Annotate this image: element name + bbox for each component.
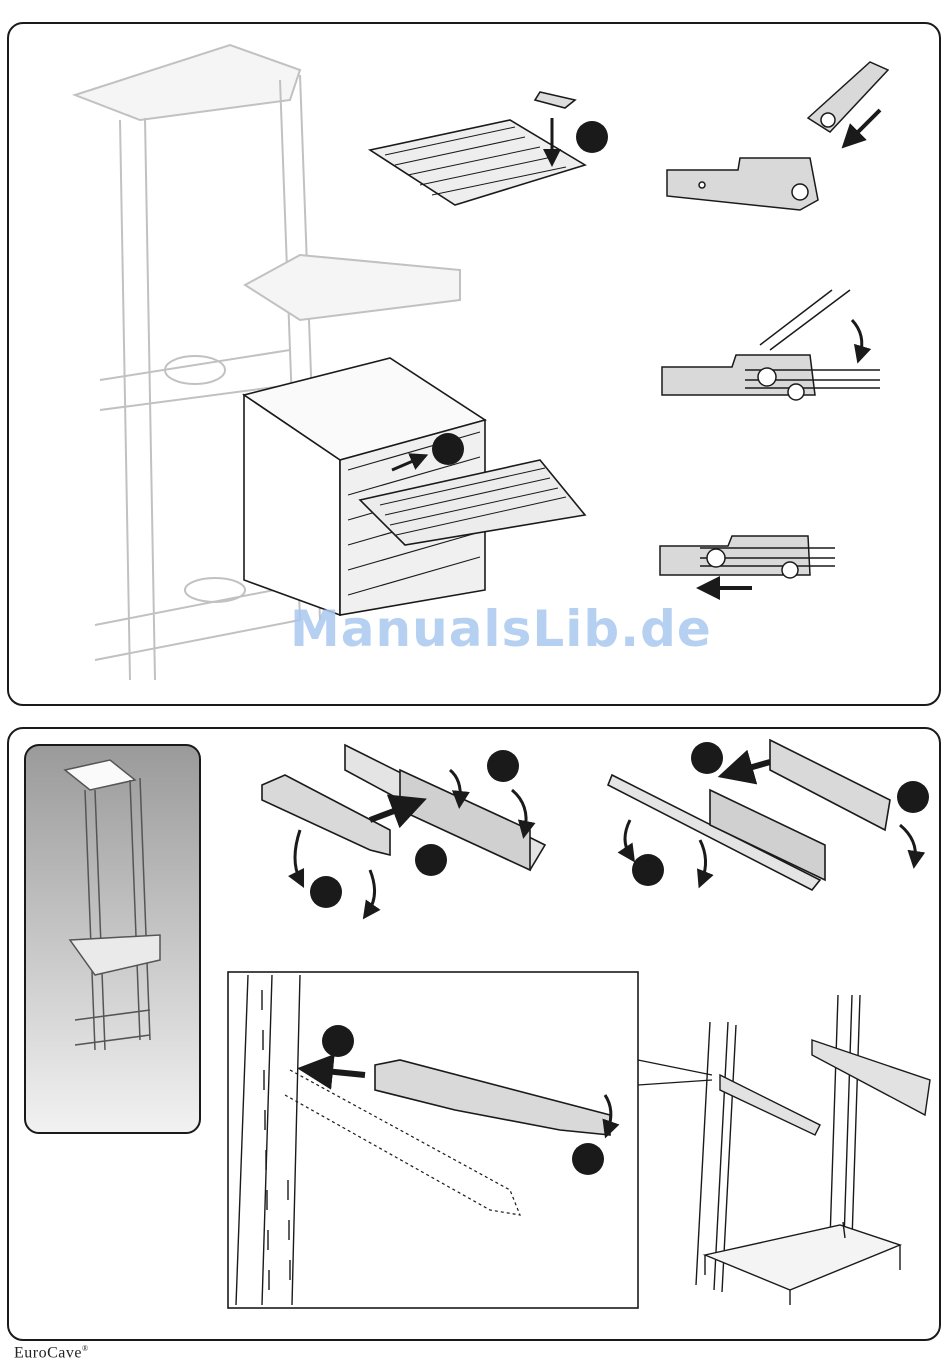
step-marker: [897, 781, 929, 813]
watermark: ManualsLib.de: [290, 600, 712, 658]
bottle-shelf-illustration: [370, 92, 585, 205]
upright-fixing-detail: [228, 972, 638, 1308]
detail-callout-lines: [638, 1060, 712, 1085]
step-marker: [572, 1143, 604, 1175]
wine-cabinet-illustration: [244, 358, 585, 615]
logo-mark: ®: [82, 1344, 89, 1353]
step-marker: [632, 854, 664, 886]
tower-overview-thumbnail: [25, 745, 200, 1133]
slide-rail-step-2: [662, 290, 880, 400]
step-marker: [322, 1025, 354, 1057]
logo-text: EuroCave: [14, 1344, 82, 1361]
tower-rails-installed: [696, 995, 930, 1305]
step-marker: [432, 433, 464, 465]
slide-rail-step-3: [660, 536, 835, 588]
step-marker: [487, 750, 519, 782]
step-marker: [576, 121, 608, 153]
step-marker: [691, 742, 723, 774]
slide-rail-step-1: [667, 62, 888, 210]
step-marker: [310, 876, 342, 908]
step-marker: [415, 844, 447, 876]
eurocave-logo: EuroCave®: [14, 1344, 89, 1362]
